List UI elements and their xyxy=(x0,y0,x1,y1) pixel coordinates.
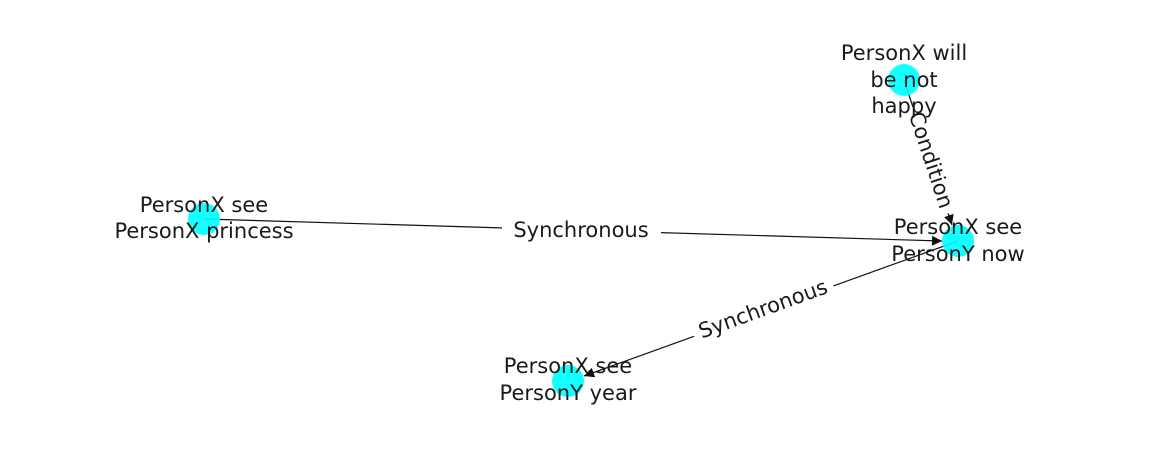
edge-label-background xyxy=(502,212,661,246)
edge-label: Condition xyxy=(904,109,958,212)
node-label: be not xyxy=(870,68,937,92)
node-circle xyxy=(888,64,920,96)
node-personx-see-persony-now[interactable]: PersonX see PersonY now xyxy=(891,215,1024,266)
edge-princess-to-now: Synchronous xyxy=(203,212,943,246)
node-circle xyxy=(942,225,974,257)
edge-label: Synchronous xyxy=(513,218,648,242)
node-label: PersonX see xyxy=(504,354,632,378)
node-personx-will-be-not-happy[interactable]: PersonX will be not happy xyxy=(841,41,967,118)
node-label: PersonX see xyxy=(894,215,1022,239)
node-label: PersonX see xyxy=(140,193,268,217)
node-label: PersonX princess xyxy=(114,219,293,243)
node-personx-see-personx-princess[interactable]: PersonX see PersonX princess xyxy=(114,193,293,243)
node-personx-see-persony-year[interactable]: PersonX see PersonY year xyxy=(500,354,637,405)
node-label: PersonX will xyxy=(841,41,967,65)
node-circle xyxy=(552,365,584,397)
node-circle xyxy=(188,203,220,235)
edge-label-background xyxy=(898,101,964,219)
node-label: PersonY year xyxy=(500,381,637,405)
node-label: happy xyxy=(871,94,936,118)
node-label: PersonY now xyxy=(891,242,1024,266)
edge-label-background xyxy=(687,267,839,351)
